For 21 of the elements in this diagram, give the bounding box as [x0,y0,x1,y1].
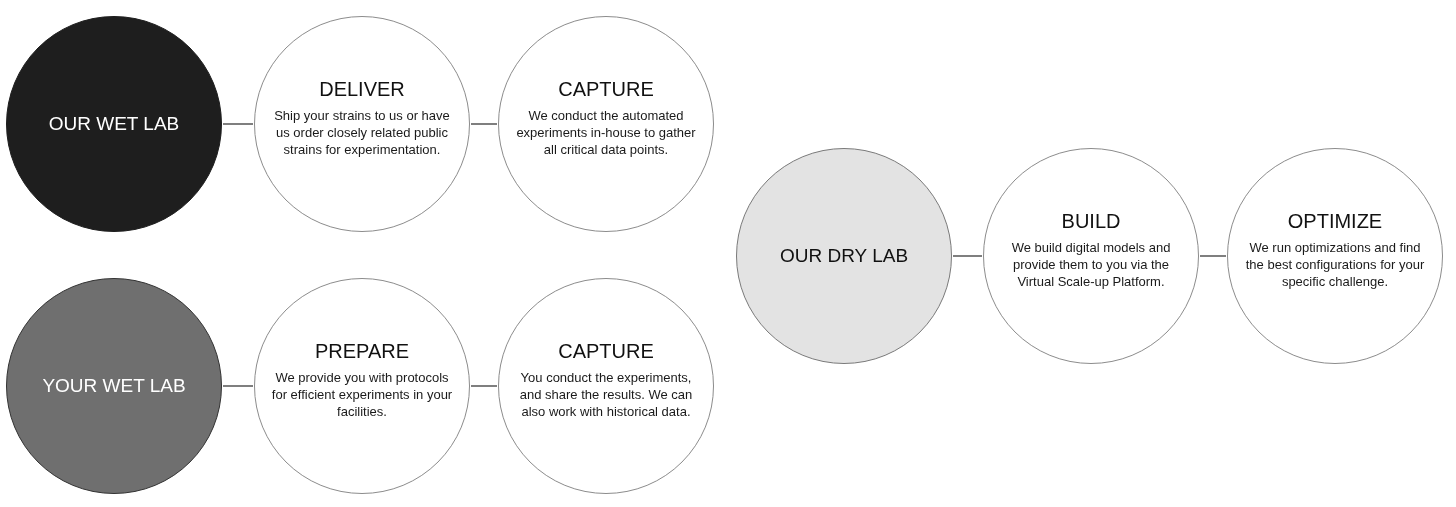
connector-line [470,385,498,387]
step-description: We conduct the automated experiments in-house to gather all critical data points. [515,106,697,158]
connector-line [470,123,498,125]
step-description: We build digital models and provide them to you via the Virtual Scale-up Platform. [1010,238,1172,290]
step-title: OPTIMIZE [1287,208,1383,233]
step-title: CAPTURE [558,338,654,363]
step-description: We run optimizations and find the best configurations for your specific challenge. [1244,238,1426,290]
step-description: You conduct the experiments, and share the results. We can also work with historical data. [518,368,694,420]
connector-line [952,255,983,257]
step-description: We provide you with protocols for efficient experiments in your facilities. [271,368,453,420]
connector-line [222,123,254,125]
step-title: BUILD [1061,208,1121,233]
lab-label: OUR WET LAB [48,112,180,136]
lab-label: YOUR WET LAB [42,374,186,398]
connector-line [1199,255,1227,257]
step-title: DELIVER [319,76,405,101]
connector-line [222,385,254,387]
step-title: PREPARE [314,338,410,363]
lab-label: OUR DRY LAB [779,244,909,268]
step-description: Ship your strains to us or have us order closely related public strains for experimentation. [273,106,451,158]
step-title: CAPTURE [558,76,654,101]
